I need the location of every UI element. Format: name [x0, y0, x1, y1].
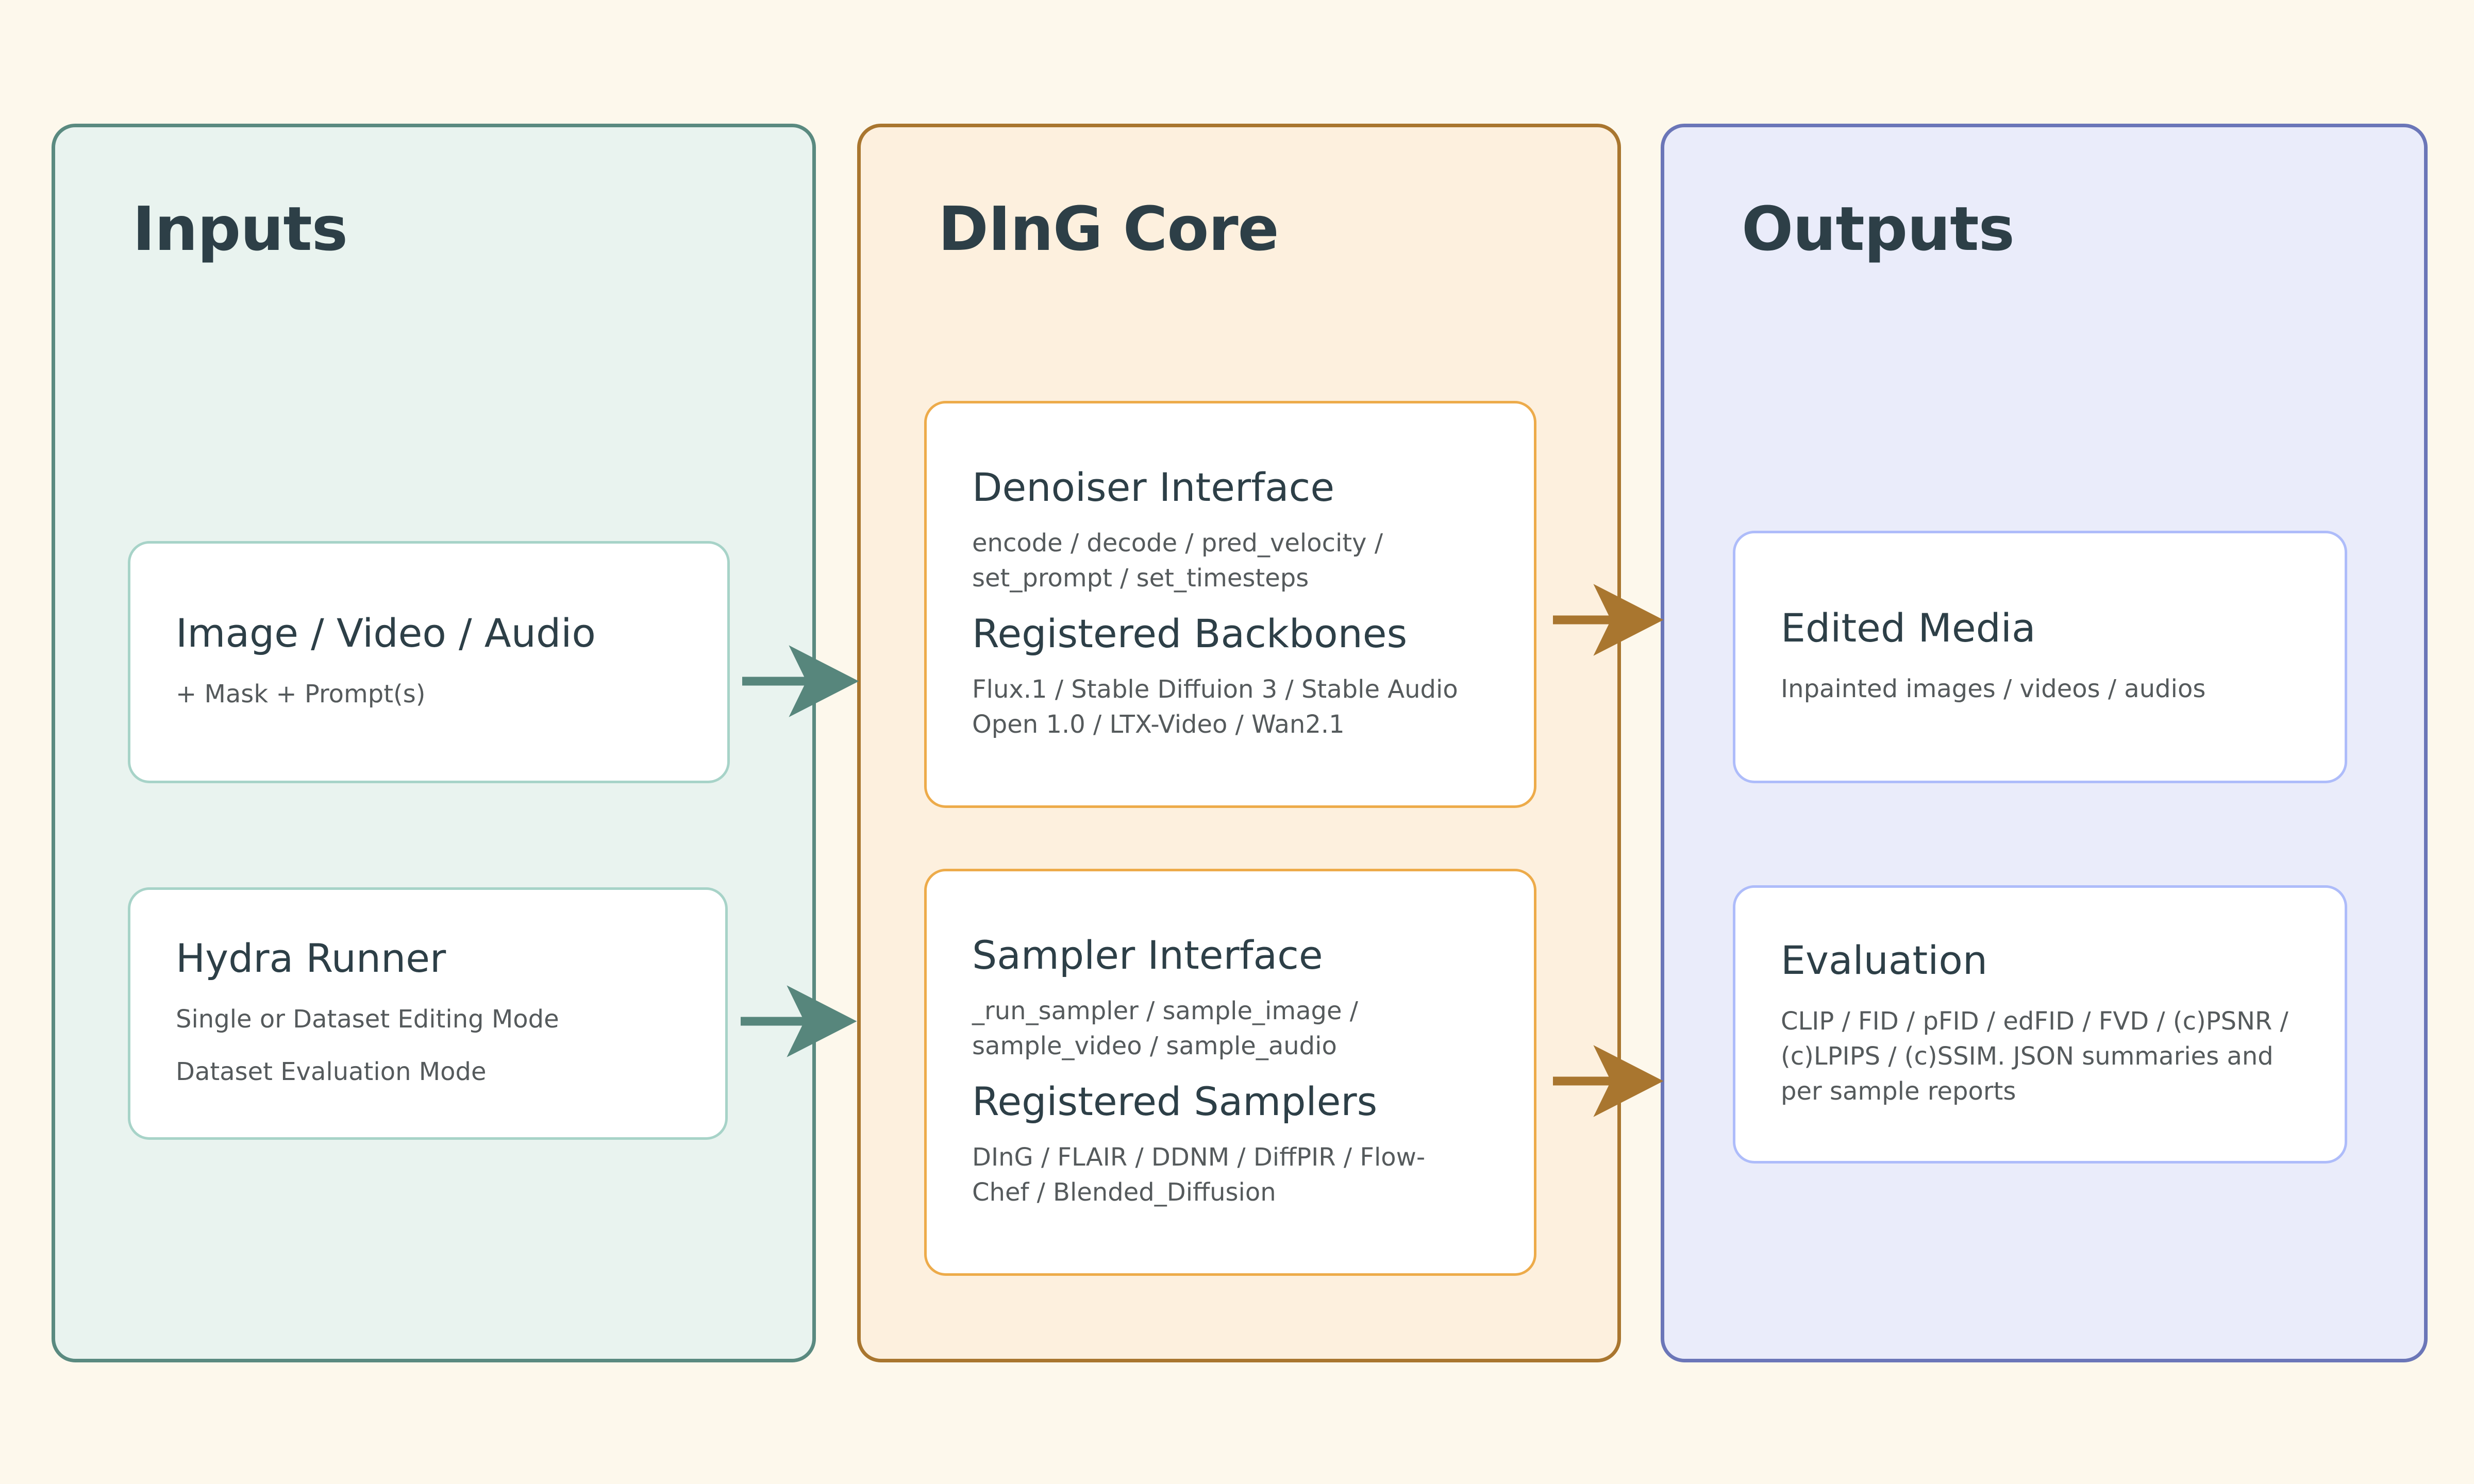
panel-title-inputs: Inputs: [132, 193, 348, 264]
card-subtitle-registered-backbones: Registered Backbones: [972, 611, 1408, 656]
card-sampler-interface: Sampler Interface _run_sampler / sample_…: [924, 869, 1536, 1276]
card-title-media-input: Image / Video / Audio: [176, 610, 596, 656]
card-title-hydra-runner: Hydra Runner: [176, 935, 446, 981]
card-subline-denoiser-1: Open 1.0 / LTX-Video / Wan2.1: [972, 710, 1345, 739]
card-subtitle-registered-samplers: Registered Samplers: [972, 1078, 1378, 1124]
card-denoiser-interface: Denoiser Interface encode / decode / pre…: [924, 401, 1536, 808]
card-title-evaluation: Evaluation: [1781, 937, 1988, 983]
card-title-denoiser-interface: Denoiser Interface: [972, 464, 1335, 510]
card-line-hydra-runner-1: Dataset Evaluation Mode: [176, 1057, 487, 1086]
card-line-hydra-runner-0: Single or Dataset Editing Mode: [176, 1004, 559, 1034]
card-evaluation: Evaluation CLIP / FID / pFID / edFID / F…: [1733, 885, 2347, 1163]
card-line-denoiser-1: set_prompt / set_timesteps: [972, 563, 1309, 593]
panel-title-outputs: Outputs: [1742, 193, 2015, 264]
card-line-edited-media-0: Inpainted images / videos / audios: [1781, 674, 2206, 703]
card-title-sampler-interface: Sampler Interface: [972, 932, 1323, 978]
card-line-evaluation-2: per sample reports: [1781, 1076, 2016, 1106]
card-hydra-runner: Hydra Runner Single or Dataset Editing M…: [128, 887, 728, 1140]
panel-title-ding-core: DInG Core: [938, 193, 1279, 264]
card-line-denoiser-0: encode / decode / pred_velocity /: [972, 528, 1383, 558]
card-line-sampler-1: sample_video / sample_audio: [972, 1031, 1337, 1060]
card-title-edited-media: Edited Media: [1781, 605, 2036, 651]
card-line-evaluation-1: (c)LPIPS / (c)SSIM. JSON summaries and: [1781, 1041, 2274, 1071]
card-subline-sampler-1: Chef / Blended_Diffusion: [972, 1177, 1276, 1207]
card-subline-sampler-0: DInG / FLAIR / DDNM / DiffPIR / Flow-: [972, 1142, 1426, 1172]
card-subline-denoiser-0: Flux.1 / Stable Diffuion 3 / Stable Audi…: [972, 674, 1458, 704]
card-line-sampler-0: _run_sampler / sample_image /: [972, 996, 1358, 1025]
card-line-evaluation-0: CLIP / FID / pFID / edFID / FVD / (c)PSN…: [1781, 1006, 2288, 1036]
card-edited-media: Edited Media Inpainted images / videos /…: [1733, 531, 2347, 783]
card-line-media-input-0: + Mask + Prompt(s): [176, 679, 426, 709]
card-media-input: Image / Video / Audio + Mask + Prompt(s): [128, 541, 730, 783]
